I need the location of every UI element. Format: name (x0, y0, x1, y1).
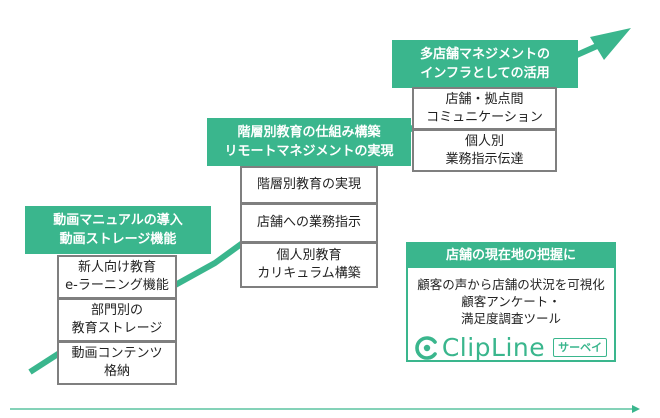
clipline-logo: ClipLine サーベイ (408, 333, 614, 362)
step3-item-communication: 店舗・拠点間 コミュニケーション (412, 87, 557, 130)
survey-panel: 店舗の現在地の把握に 顧客の声から店舗の状況を可視化 顧客アンケート・ 満足度調… (406, 242, 616, 362)
clipline-logo-icon (415, 335, 437, 360)
survey-line-2: 顧客アンケート・ (461, 294, 561, 309)
survey-line-3: 満足度調査ツール (460, 311, 561, 326)
axis-arrowhead (632, 405, 640, 413)
step1-header: 動画マニュアルの導入 動画ストレージ機能 (25, 206, 211, 254)
step2-item-curriculum: 個人別教育 カリキュラム構築 (240, 242, 378, 288)
step3-header: 多店舗マネジメントの インフラとしての活用 (392, 40, 578, 88)
survey-badge: サーベイ (553, 338, 608, 357)
clipline-logo-text: ClipLine (441, 333, 546, 362)
step1-item-storage: 部門別の 教育ストレージ (57, 298, 177, 342)
step1-item-contents: 動画コンテンツ 格納 (57, 341, 177, 385)
step2-header: 階層別教育の仕組み構築 リモートマネジメントの実現 (207, 118, 411, 166)
step2-item-hierarchy: 階層別教育の実現 (240, 166, 378, 204)
step1-item-elearning: 新人向け教育 e-ラーニング機能 (57, 255, 177, 299)
survey-panel-title: 店舗の現在地の把握に (408, 244, 614, 268)
survey-line-1: 顧客の声から店舗の状況を可視化 (417, 277, 605, 292)
step2-item-instructions: 店舗への業務指示 (240, 203, 378, 243)
step3-item-personal: 個人別 業務指示伝達 (412, 129, 557, 172)
